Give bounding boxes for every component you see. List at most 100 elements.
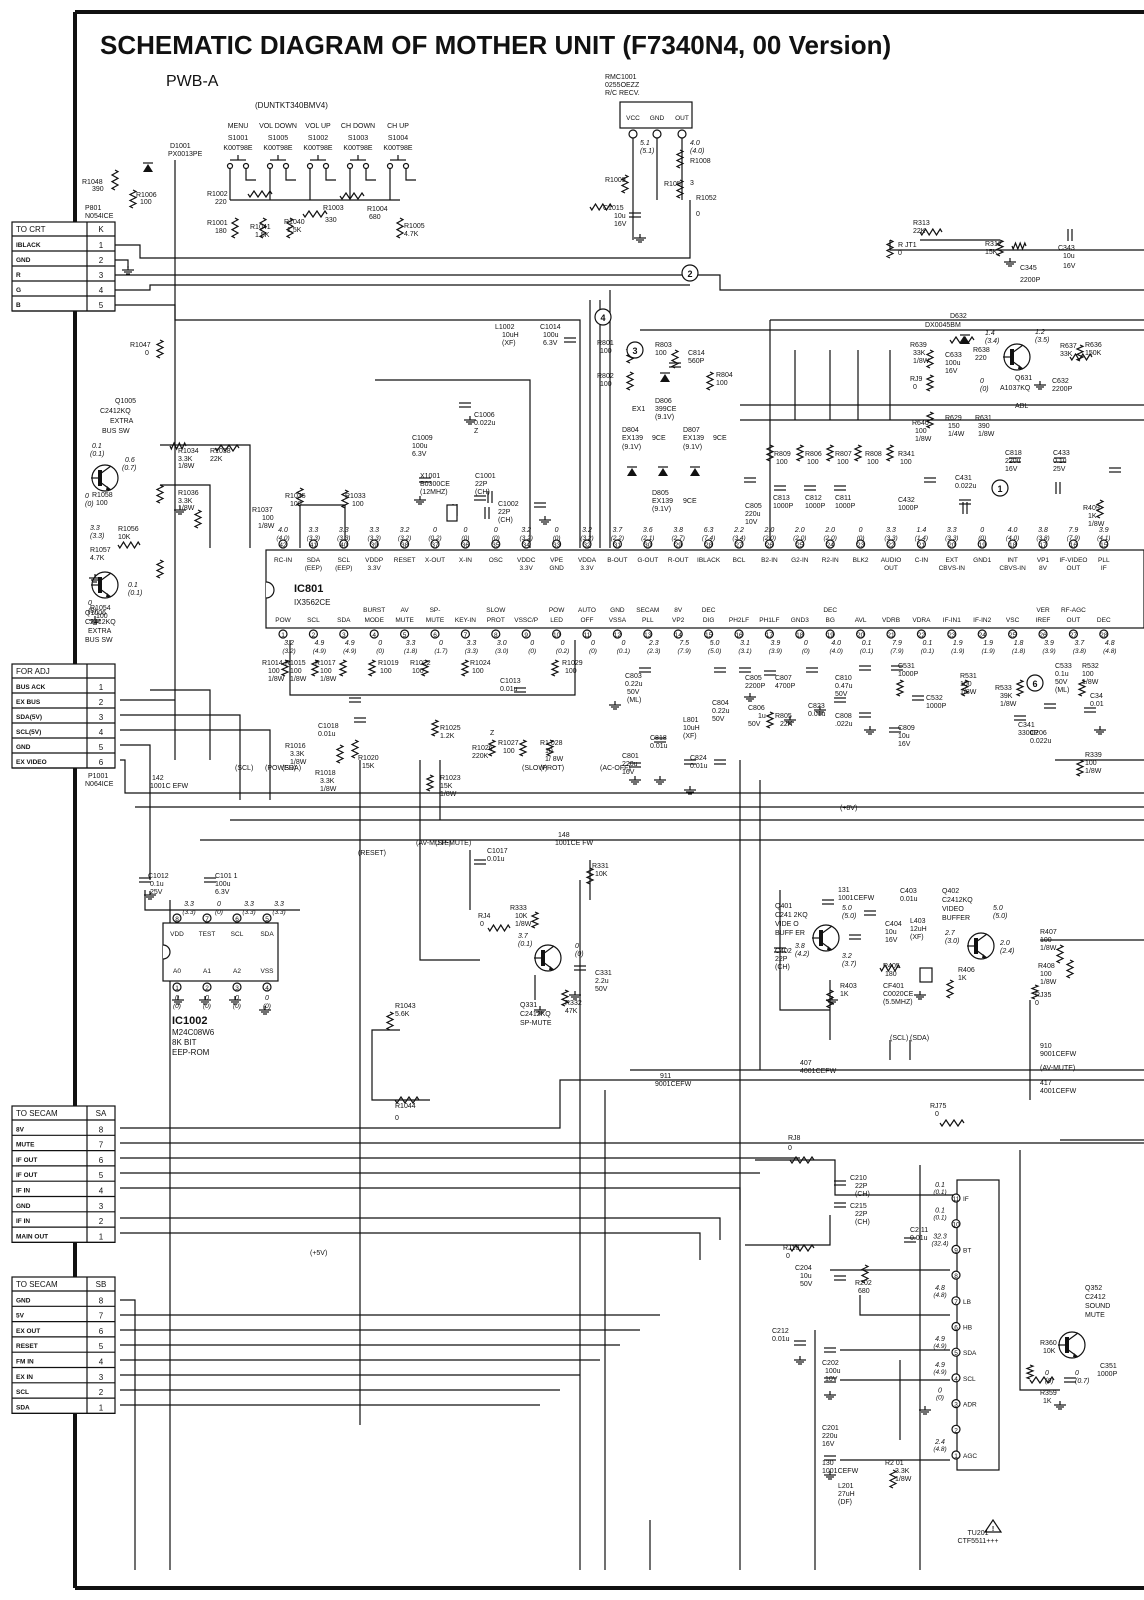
ic1002-pin-label: SDA <box>260 931 274 938</box>
component-label: EXTRA <box>88 628 112 635</box>
component-label: (9.1V) <box>652 506 671 513</box>
component-label: R636 <box>1085 342 1102 349</box>
ic1002-pin-voltage-alt: (0) <box>173 1003 181 1010</box>
ic1002-pin-number: 8 <box>175 916 179 923</box>
ic801-pin-sublabel: MUTE <box>426 617 445 624</box>
resistor <box>545 739 555 757</box>
component-label: (0) <box>85 501 94 508</box>
ic801-pin-voltage: 3.2 <box>400 527 410 534</box>
resistor <box>560 989 570 1007</box>
board-label: PWB-A <box>166 73 219 90</box>
ic1002-pin-label: A2 <box>233 968 241 975</box>
tuner-pin <box>951 1321 961 1332</box>
component-label: 1u <box>758 713 766 720</box>
ic801-pin-voltage: 3.3 <box>406 640 416 647</box>
component-label: C212 <box>772 1328 789 1335</box>
tuner-pin <box>951 1373 961 1383</box>
component-label: 0 <box>85 493 89 500</box>
component-label: R1052 <box>696 195 717 202</box>
component-label: 1K <box>840 991 849 998</box>
component-label: (AV-MUTE) <box>416 840 451 847</box>
ic801-pin-number: 18 <box>796 632 804 639</box>
ic801-pin-number: 35 <box>492 542 500 549</box>
callout-number: 1 <box>997 484 1002 494</box>
connector-pin-number: 4 <box>99 1187 104 1196</box>
transistor-collector <box>1011 344 1024 354</box>
ic801-pin-number: 7 <box>464 632 468 639</box>
component-label: R629 <box>945 415 962 422</box>
tuner-pin-voltage: 0 <box>938 1388 942 1395</box>
ic801-pin-label: DEC <box>1097 617 1111 624</box>
ic801-pin-label: RF-AGC <box>1061 607 1086 614</box>
ic801-pin-voltage-alt: (3.9) <box>769 648 782 655</box>
ic1002-pin-voltage: 0 <box>265 995 269 1002</box>
ic801-pin-number: 9 <box>524 632 528 639</box>
component-label: 0.022u <box>474 420 496 427</box>
ic1002-pin <box>172 982 182 992</box>
ic801-pin-sublabel: LED <box>550 617 563 624</box>
tuner-pin <box>951 1219 961 1229</box>
ic801-pin-voltage-alt: (0) <box>492 535 500 542</box>
resistor <box>620 174 630 194</box>
component-label: 130 <box>822 1460 834 1467</box>
resistor <box>1065 959 1075 979</box>
wire <box>405 168 416 181</box>
component-label: 15K <box>440 783 453 790</box>
switch-terminal <box>266 162 274 170</box>
component-label: 1000P <box>1097 1371 1118 1378</box>
ic801-pin <box>430 539 440 549</box>
ic801-pin-number: 36 <box>462 542 470 549</box>
component-label: 1/8W <box>320 676 337 683</box>
ic801-pin-number: 3 <box>342 632 346 639</box>
rmc-pin-label: GND <box>650 115 665 122</box>
component-label: 16V <box>622 769 635 776</box>
ic801-pin-voltage-alt: (4.0) <box>830 648 843 655</box>
emitter-arrow <box>549 966 554 970</box>
component-label: C531 <box>898 663 915 670</box>
ic801-pin-label: GND3 <box>791 617 809 624</box>
component-label: R1054 <box>90 605 111 612</box>
emitter-arrow <box>106 486 111 490</box>
ic801-pin <box>886 539 896 549</box>
component-label: (CH) <box>855 1219 870 1226</box>
component-label: 180 <box>885 971 897 978</box>
ic801-pin-label: SCL <box>307 617 320 624</box>
ic801-pin-voltage-alt: (3.2) <box>580 535 593 542</box>
component-label: 100 <box>960 681 972 688</box>
ic801-pin-label: IF-IN2 <box>973 617 991 624</box>
ic801-pin <box>916 539 927 549</box>
ic801-pin-voltage: 3.3 <box>886 527 896 534</box>
connector-pin-label: IF IN <box>16 1188 30 1195</box>
component-label: BUFFER <box>942 915 970 922</box>
ic801-pin-voltage-alt: (1.7) <box>434 648 447 655</box>
component-label: 0 <box>898 250 902 257</box>
component-label: 1/8W <box>258 523 275 530</box>
tuner-pin <box>951 1450 961 1460</box>
ic1002-pin-voltage: 0 <box>235 995 239 1002</box>
component-label: 0.01u <box>487 856 505 863</box>
component-label: N064ICE <box>85 781 114 788</box>
ic801-pin-label: AVL <box>855 617 867 624</box>
ic801-pin <box>1068 539 1079 549</box>
ic801-body <box>265 549 1144 629</box>
component-label: RJ35 <box>1035 992 1051 999</box>
ic801-pin-voltage-alt: (3.3) <box>307 535 320 542</box>
component-label: 0.01u <box>808 711 826 718</box>
resistor <box>518 739 528 757</box>
ic801-pin-number: 38 <box>401 542 409 549</box>
connector-pin-label: G <box>16 287 21 294</box>
component-label: 22P <box>775 956 788 963</box>
component-label: 33K <box>1060 351 1073 358</box>
connector-secam_sb <box>11 1276 116 1414</box>
ic801-pin-voltage-alt: (1.8) <box>1012 648 1025 655</box>
component-label: 142 <box>152 775 164 782</box>
ic801-pin-voltage: 3.9 <box>1044 640 1054 647</box>
tuner-pin <box>951 1193 961 1203</box>
component-label: 50V <box>748 721 761 728</box>
component-label: 5.6K <box>395 1011 410 1018</box>
component-label: 131 <box>838 887 850 894</box>
component-label: 1/8W <box>913 358 930 365</box>
ic801-pin-label: BLK2 <box>853 557 869 564</box>
ic801-pin-number: 10 <box>553 632 561 639</box>
component-label: R341 <box>898 451 915 458</box>
